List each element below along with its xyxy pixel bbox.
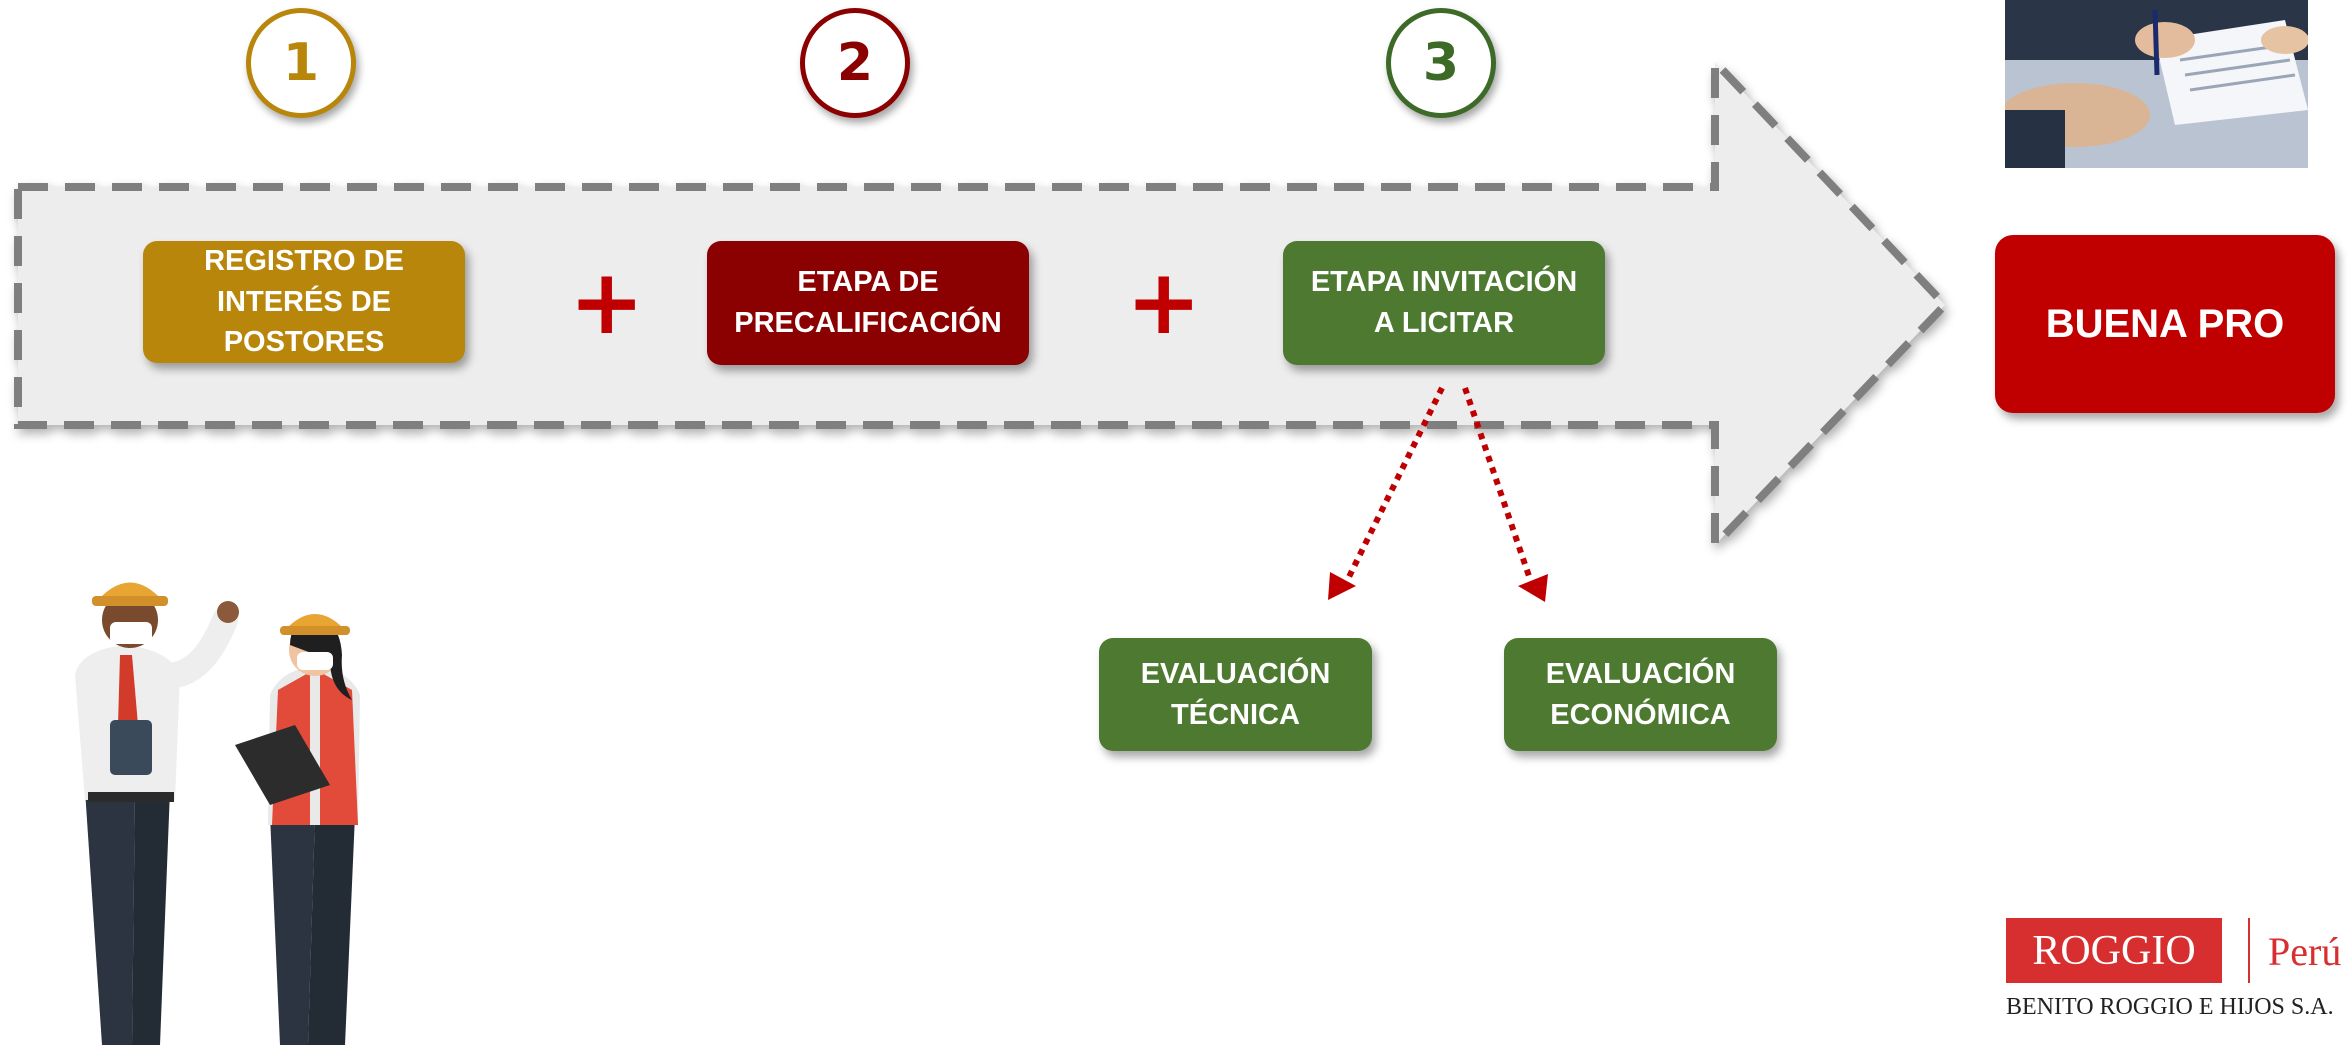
step-label-2: ETAPA DE PRECALIFICACIÓN [734,266,1002,339]
step-box-precalificacion: ETAPA DE PRECALIFICACIÓN [707,241,1029,365]
logo-brand-box: ROGGIO [2006,918,2222,983]
logo-country: Perú [2268,929,2342,974]
connector-arrowhead-right [1518,574,1548,602]
construction-workers-illustration [75,582,360,1045]
substep-box-tecnica: EVALUACIÓN TÉCNICA [1099,638,1372,751]
substep-label-economica: EVALUACIÓN ECONÓMICA [1545,657,1736,731]
worker-woman [235,614,360,1045]
step-number-2: 2 [800,8,910,118]
step-label-3: ETAPA INVITACIÓN A LICITAR [1310,266,1578,339]
step-number-3: 3 [1386,8,1496,118]
plus-operator-2: + [1126,250,1202,355]
worker-man [75,582,239,1045]
step-number-1: 1 [246,8,356,118]
connector-line-left [1342,386,1445,587]
connector-line-right [1462,387,1535,586]
substep-label-tecnica: EVALUACIÓN TÉCNICA [1140,657,1331,731]
logo-company: BENITO ROGGIO E HIJOS S.A. [2006,994,2334,1020]
roggio-logo: ROGGIO Perú BENITO ROGGIO E HIJOS S.A. [2006,918,2348,1028]
logo-brand: ROGGIO [2032,927,2196,974]
result-box-buena-pro: BUENA PRO [1995,235,2335,413]
logo-divider [2248,918,2250,983]
connector-arrowhead-left [1328,572,1356,600]
step-label-1: REGISTRO DE INTERÉS DE POSTORES [204,245,404,359]
business-document-photo [2005,0,2308,168]
plus-operator-1: + [569,250,645,355]
step-box-invitacion: ETAPA INVITACIÓN A LICITAR [1283,241,1605,365]
substep-box-economica: EVALUACIÓN ECONÓMICA [1504,638,1777,751]
step-box-registro: REGISTRO DE INTERÉS DE POSTORES [143,241,465,363]
result-label: BUENA PRO [2045,302,2285,346]
